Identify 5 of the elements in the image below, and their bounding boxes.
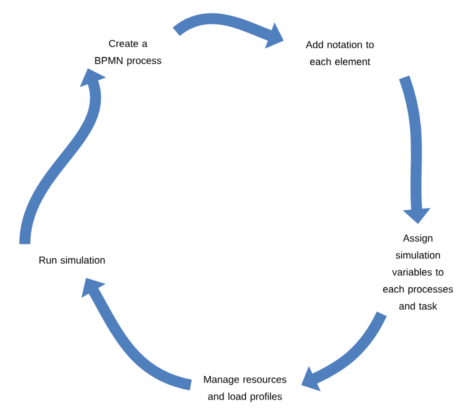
step-label: Create a BPMN process xyxy=(95,40,162,66)
step-label: Add notation to each element xyxy=(306,40,374,66)
step-label: Assign simulation variables to each processes and task xyxy=(383,234,453,310)
step-label: Run simulation xyxy=(39,256,105,264)
step-label: Manage resources and load profiles xyxy=(204,376,286,402)
